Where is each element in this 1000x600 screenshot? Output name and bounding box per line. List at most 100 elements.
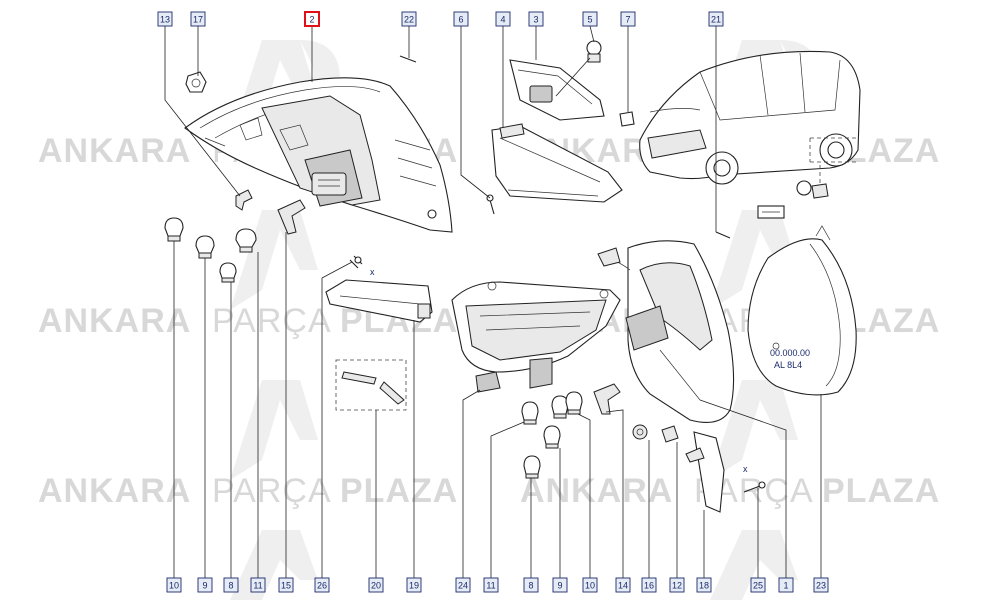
screw-25 [743, 481, 766, 493]
callout-number: 14 [618, 581, 628, 591]
bulbs-middle-cluster-drawing [521, 383, 766, 513]
leader-lines [164, 25, 822, 578]
callout-number: 4 [500, 15, 505, 25]
callout-box [495, 11, 511, 27]
callout-number: 25 [753, 581, 763, 591]
callout-box [620, 11, 636, 27]
callout-bottom-19: 19 [406, 577, 422, 593]
callout-number: 18 [699, 581, 709, 591]
callout-box [166, 577, 182, 593]
callout-number: 1 [783, 581, 788, 591]
callout-bottom-15: 15 [278, 577, 294, 593]
socket-14 [593, 383, 621, 415]
callout-box [368, 577, 384, 593]
bracket-kit-drawing [335, 359, 407, 411]
svg-text:AL 8L4: AL 8L4 [774, 360, 802, 370]
clip-12 [661, 425, 679, 443]
svg-text:00.000.00: 00.000.00 [770, 348, 810, 358]
callout-top-7: 7 [620, 11, 636, 27]
callout-box [250, 577, 266, 593]
callout-box [528, 11, 544, 27]
callout-bottom-20: 20 [368, 577, 384, 593]
callout-number: 21 [711, 15, 721, 25]
bulb-11-left [235, 228, 257, 253]
callout-box [223, 577, 239, 593]
bulb-8-mid-2 [523, 455, 541, 479]
reflector-strip-drawing [325, 255, 433, 323]
callout-box [157, 11, 173, 27]
callout-number: 11 [253, 581, 262, 591]
callout-top-22: 22 [401, 11, 417, 27]
watermark-row-3: ANKARA PARÇA PLAZA ANKARA PARÇA PLAZA [38, 472, 939, 510]
callout-box [641, 577, 657, 593]
callout-top-13: 13 [157, 11, 173, 27]
callout-number: 9 [202, 581, 207, 591]
callout-number: 17 [193, 15, 203, 25]
callout-bottom-10b: 10 [582, 577, 598, 593]
callout-bottom-9b: 9 [552, 577, 568, 593]
callout-number: 15 [281, 581, 291, 591]
callout-number: 9 [557, 581, 562, 591]
callout-box [669, 577, 685, 593]
watermark-word: ANKARA [520, 472, 673, 510]
rear-lens-right-drawing: 00.000.00 AL 8L4 [747, 225, 857, 396]
x-mark-annotation: x [743, 464, 748, 474]
callout-box [615, 577, 631, 593]
callout-number: 16 [644, 581, 654, 591]
callout-box [750, 577, 766, 593]
callout-bottom-25: 25 [750, 577, 766, 593]
watermark-word: PARÇA [212, 472, 332, 510]
watermark-word: PARÇA [212, 302, 332, 340]
callout-bottom-24: 24 [455, 577, 471, 593]
callout-bottom-10a: 10 [166, 577, 182, 593]
bulb-8-left [219, 262, 237, 283]
x-mark-annotation: x [370, 267, 375, 277]
lamp-socket-15 [277, 199, 306, 235]
callout-top-4: 4 [495, 11, 511, 27]
callout-box [190, 11, 206, 27]
side-marker-18 [685, 431, 725, 513]
callout-bottom-11a: 11 [250, 577, 266, 593]
callout-top-5: 5 [582, 11, 598, 27]
pin-22 [399, 55, 417, 63]
car-silhouette-drawing [639, 50, 861, 185]
third-brake-light-drawing [486, 40, 635, 215]
callout-bottom-14: 14 [615, 577, 631, 593]
callout-top-3: 3 [528, 11, 544, 27]
bulb-10-left [164, 217, 184, 242]
callout-box [523, 577, 539, 593]
callout-number: 20 [371, 581, 381, 591]
callout-number: 5 [587, 15, 592, 25]
bulb-9-mid-2 [543, 425, 561, 449]
callout-bottom-8a: 8 [223, 577, 239, 593]
bulb-9-mid [565, 391, 583, 415]
callout-number: 8 [228, 581, 233, 591]
callout-box [813, 577, 829, 593]
callout-bottom-1: 1 [778, 577, 794, 593]
callout-number: 10 [169, 581, 179, 591]
bulb-9-left [195, 235, 215, 259]
callout-bottom-16: 16 [641, 577, 657, 593]
rear-tail-lamp-drawing [184, 77, 453, 233]
bulbs-left-cluster-drawing [164, 55, 417, 283]
callout-box [582, 11, 598, 27]
callout-number: 22 [404, 15, 414, 25]
callout-number: 7 [625, 15, 630, 25]
callout-number: 2 [309, 15, 314, 25]
callout-box [552, 577, 568, 593]
watermark-word: ANKARA [38, 302, 191, 340]
callout-bottom-9a: 9 [197, 577, 213, 593]
callout-number: 23 [816, 581, 826, 591]
callout-top-2: 2 [304, 11, 320, 27]
callout-box [778, 577, 794, 593]
callout-bottom-12: 12 [669, 577, 685, 593]
callout-number: 26 [317, 581, 327, 591]
callout-bottom-11b: 11 [483, 577, 499, 593]
right-headlamp-drawing [597, 240, 735, 423]
callout-number: 10 [585, 581, 595, 591]
grommet-16 [632, 424, 648, 440]
callout-bottom-18: 18 [696, 577, 712, 593]
